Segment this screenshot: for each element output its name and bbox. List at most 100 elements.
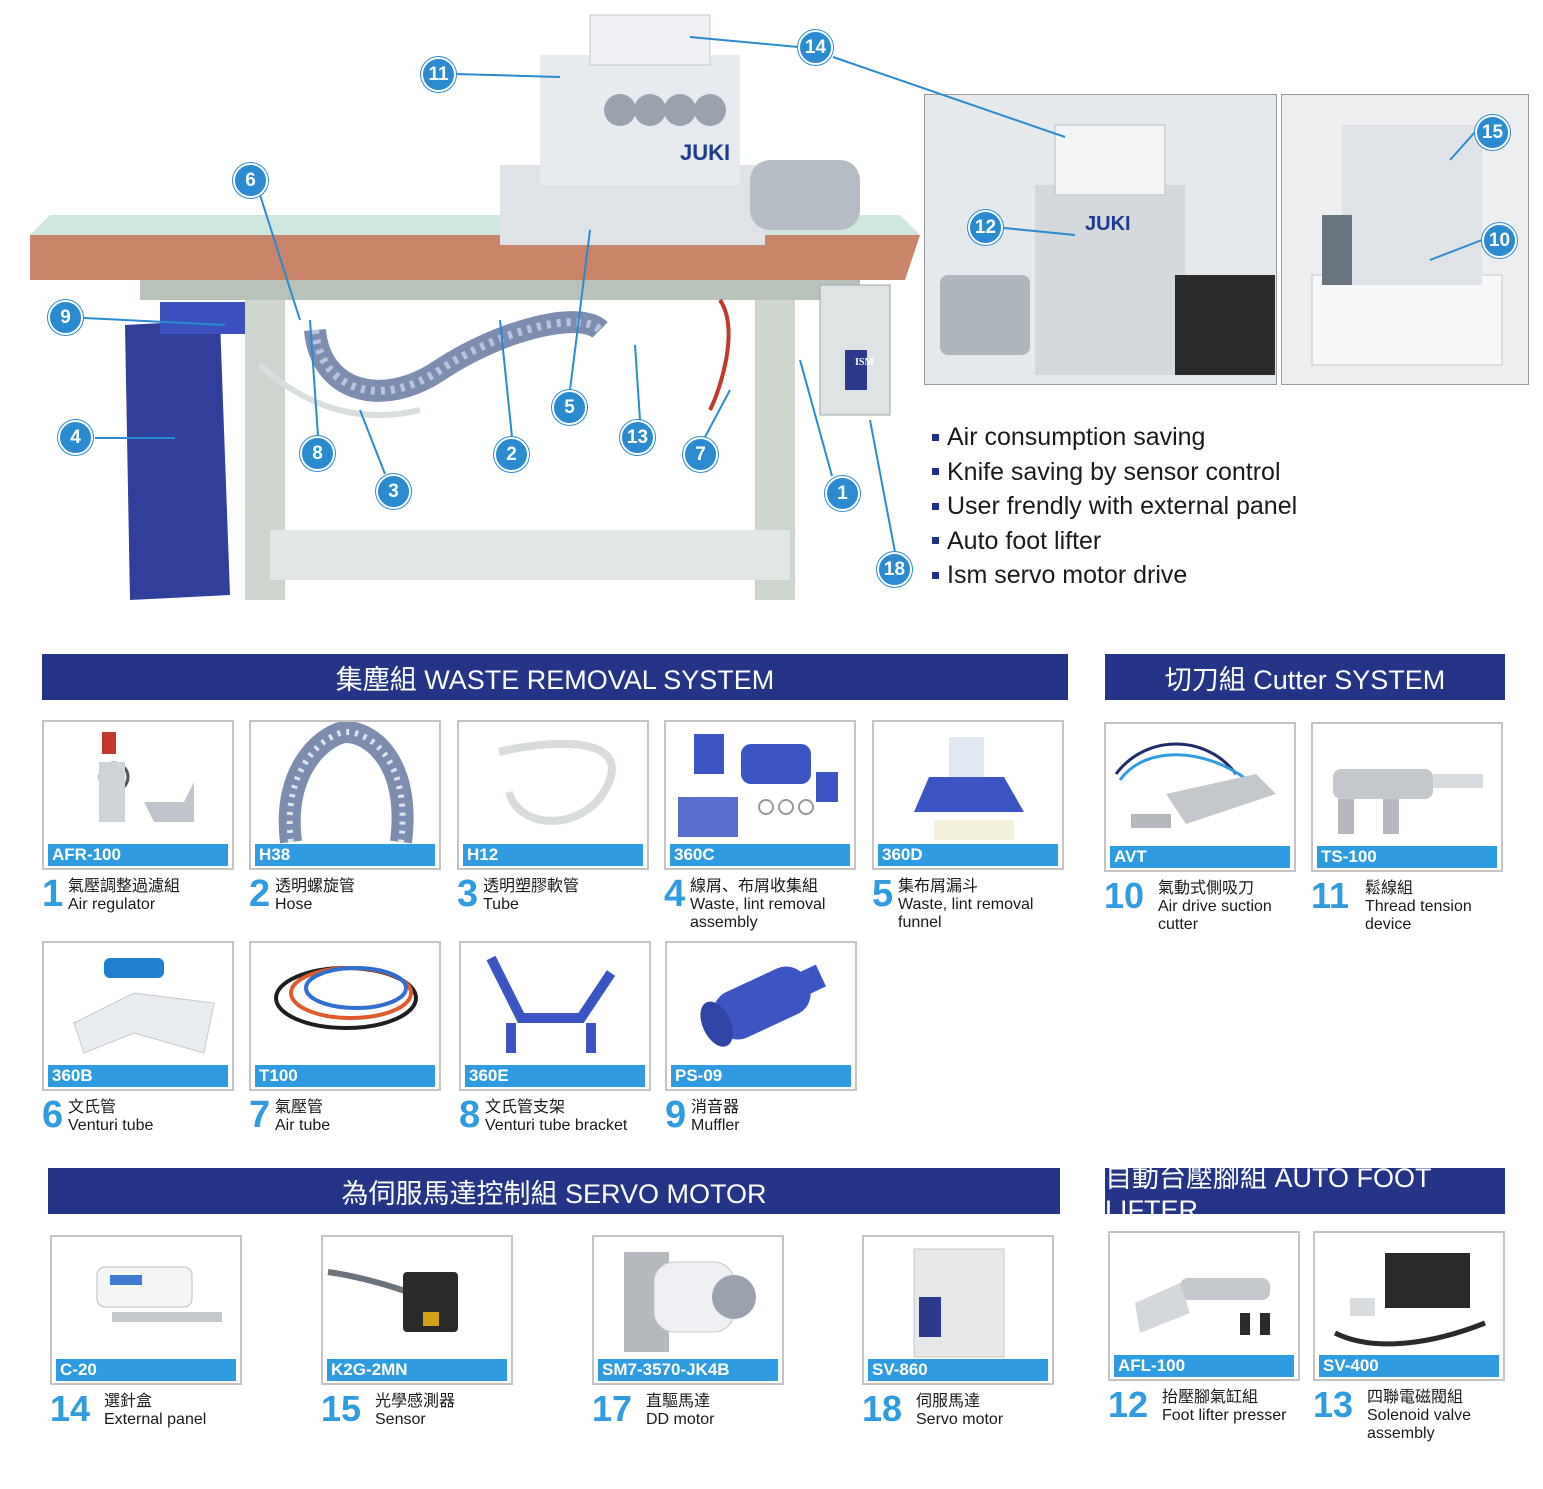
- item-number: 10: [1104, 875, 1145, 916]
- callout-5: 5: [552, 390, 587, 425]
- product-name-zh: 選針盒: [104, 1391, 153, 1410]
- bullet-icon: [932, 502, 939, 510]
- model-label: AFL-100: [1114, 1355, 1294, 1377]
- product-image: 360B: [42, 941, 234, 1091]
- product-name-zh: 透明塑膠軟管: [483, 876, 580, 895]
- product-card-avt[interactable]: AVT 10 氣動式側吸刀 Air drive suction cutter: [1104, 722, 1296, 934]
- product-card-360e[interactable]: 360E 8 文氏管支架 Venturi tube bracket: [459, 941, 651, 1147]
- product-name-en: DD motor: [646, 1411, 715, 1428]
- product-image: SM7-3570-JK4B: [592, 1235, 784, 1385]
- product-card-360d[interactable]: 360D 5 集布屑漏斗 Waste, lint removal funnel: [872, 720, 1064, 932]
- product-card-c-20[interactable]: C-20 14 選針盒 External panel: [50, 1235, 242, 1441]
- item-number: 14: [50, 1388, 91, 1429]
- ism-logo: ISM: [855, 357, 874, 368]
- product-name-en: Tube: [483, 896, 519, 913]
- sewing-machine-photo: JUKI ISM: [30, 14, 920, 600]
- item-number: 6: [42, 1094, 64, 1136]
- product-card-sv-400[interactable]: SV-400 13 四聯電磁閥組 Solenoid valve assembly: [1313, 1231, 1505, 1443]
- product-card-afl-100[interactable]: AFL-100 12 抬壓腳氣缸組 Foot lifter presser: [1108, 1231, 1300, 1437]
- product-name-zh: 直驅馬達: [646, 1391, 711, 1410]
- model-label: H12: [463, 844, 643, 866]
- product-name-zh: 氣壓管: [275, 1097, 324, 1116]
- item-number: 18: [862, 1388, 903, 1429]
- product-name-en: Air drive suction cutter: [1158, 898, 1272, 933]
- product-name-en: Waste, lint removal funnel: [898, 896, 1034, 931]
- product-image: TS-100: [1311, 722, 1503, 872]
- model-label: AFR-100: [48, 844, 228, 866]
- product-caption: 1 氣壓調整過濾組 Air regulator: [42, 874, 234, 926]
- product-card-360b[interactable]: 360B 6 文氏管 Venturi tube: [42, 941, 234, 1147]
- product-name-zh: 鬆線組: [1365, 878, 1414, 897]
- callout-7: 7: [683, 437, 718, 472]
- product-card-ts-100[interactable]: TS-100 11 鬆線組 Thread tension device: [1311, 722, 1503, 934]
- callout-10: 10: [1482, 223, 1517, 258]
- product-caption: 7 氣壓管 Air tube: [249, 1095, 441, 1147]
- item-number: 17: [592, 1388, 633, 1429]
- callout-9: 9: [48, 300, 83, 335]
- product-name-en: Waste, lint removal assembly: [690, 896, 826, 931]
- item-number: 2: [249, 873, 271, 915]
- model-label: 360E: [465, 1065, 645, 1087]
- product-card-ps-09[interactable]: PS-09 9 消音器 Muffler: [665, 941, 857, 1147]
- product-card-sm7-3570-jk4b[interactable]: SM7-3570-JK4B 17 直驅馬達 DD motor: [592, 1235, 784, 1441]
- product-card-t100[interactable]: T100 7 氣壓管 Air tube: [249, 941, 441, 1147]
- product-image: 360D: [872, 720, 1064, 870]
- product-name-zh: 文氏管支架: [485, 1097, 566, 1116]
- product-name-en: Foot lifter presser: [1162, 1407, 1287, 1424]
- product-name-zh: 四聯電磁閥組: [1367, 1387, 1464, 1406]
- product-card-afr-100[interactable]: AFR-100 1 氣壓調整過濾組 Air regulator: [42, 720, 234, 926]
- callout-15: 15: [1475, 115, 1510, 150]
- product-name-zh: 氣動式側吸刀: [1158, 878, 1255, 897]
- product-caption: 3 透明塑膠軟管 Tube: [457, 874, 649, 926]
- product-name-zh: 透明螺旋管: [275, 876, 356, 895]
- item-number: 11: [1311, 875, 1350, 916]
- product-name-en: Muffler: [691, 1117, 740, 1134]
- model-label: SM7-3570-JK4B: [598, 1359, 778, 1381]
- feature-item: Ism servo motor drive: [932, 558, 1297, 593]
- product-caption: 6 文氏管 Venturi tube: [42, 1094, 234, 1147]
- product-name-zh: 抬壓腳氣缸組: [1162, 1387, 1259, 1406]
- product-image: 360E: [459, 941, 651, 1091]
- feature-item: User frendly with external panel: [932, 489, 1297, 524]
- product-image: AFL-100: [1108, 1231, 1300, 1381]
- product-caption: 15 光學感測器 Sensor: [321, 1389, 513, 1441]
- product-name-en: Venturi tube bracket: [485, 1117, 628, 1134]
- callout-14: 14: [798, 30, 833, 65]
- product-card-360c[interactable]: 360C 4 線屑、布屑收集組 Waste, lint removal asse…: [664, 720, 856, 932]
- product-caption: 4 線屑、布屑收集組 Waste, lint removal assembly: [664, 873, 856, 932]
- bullet-icon: [932, 571, 939, 579]
- model-label: TS-100: [1317, 846, 1497, 868]
- product-name-en: Venturi tube: [68, 1117, 154, 1134]
- product-caption: 9 消音器 Muffler: [665, 1095, 857, 1147]
- product-image: K2G-2MN: [321, 1235, 513, 1385]
- callout-8: 8: [300, 436, 335, 471]
- product-image: C-20: [50, 1235, 242, 1385]
- callout-11: 11: [421, 57, 456, 92]
- product-name-en: Air regulator: [68, 896, 156, 913]
- product-name-en: Air tube: [275, 1117, 331, 1134]
- callout-4: 4: [58, 420, 93, 455]
- product-card-h38[interactable]: H38 2 透明螺旋管 Hose: [249, 720, 441, 926]
- model-label: 360B: [48, 1065, 228, 1087]
- model-label: SV-860: [868, 1359, 1048, 1381]
- product-card-h12[interactable]: H12 3 透明塑膠軟管 Tube: [457, 720, 649, 926]
- product-name-zh: 消音器: [691, 1097, 740, 1116]
- product-caption: 14 選針盒 External panel: [50, 1388, 242, 1441]
- item-number: 4: [664, 873, 686, 915]
- product-image: AVT: [1104, 722, 1296, 872]
- callout-13: 13: [620, 420, 655, 455]
- product-name-zh: 集布屑漏斗: [898, 876, 979, 895]
- hero-section: JUKI ISM JUKI: [0, 0, 1543, 610]
- product-name-zh: 光學感測器: [375, 1391, 456, 1410]
- product-caption: 11 鬆線組 Thread tension device: [1311, 875, 1503, 934]
- model-label: H38: [255, 844, 435, 866]
- product-name-en: Sensor: [375, 1411, 426, 1428]
- product-caption: 5 集布屑漏斗 Waste, lint removal funnel: [872, 874, 1064, 932]
- product-card-k2g-2mn[interactable]: K2G-2MN 15 光學感測器 Sensor: [321, 1235, 513, 1441]
- product-card-sv-860[interactable]: SV-860 18 伺服馬達 Servo motor: [862, 1235, 1054, 1441]
- feature-list: Air consumption saving Knife saving by s…: [932, 420, 1297, 593]
- bullet-icon: [932, 433, 939, 441]
- feature-item: Air consumption saving: [932, 420, 1297, 455]
- product-caption: 2 透明螺旋管 Hose: [249, 873, 441, 926]
- product-name-zh: 線屑、布屑收集組: [690, 876, 819, 895]
